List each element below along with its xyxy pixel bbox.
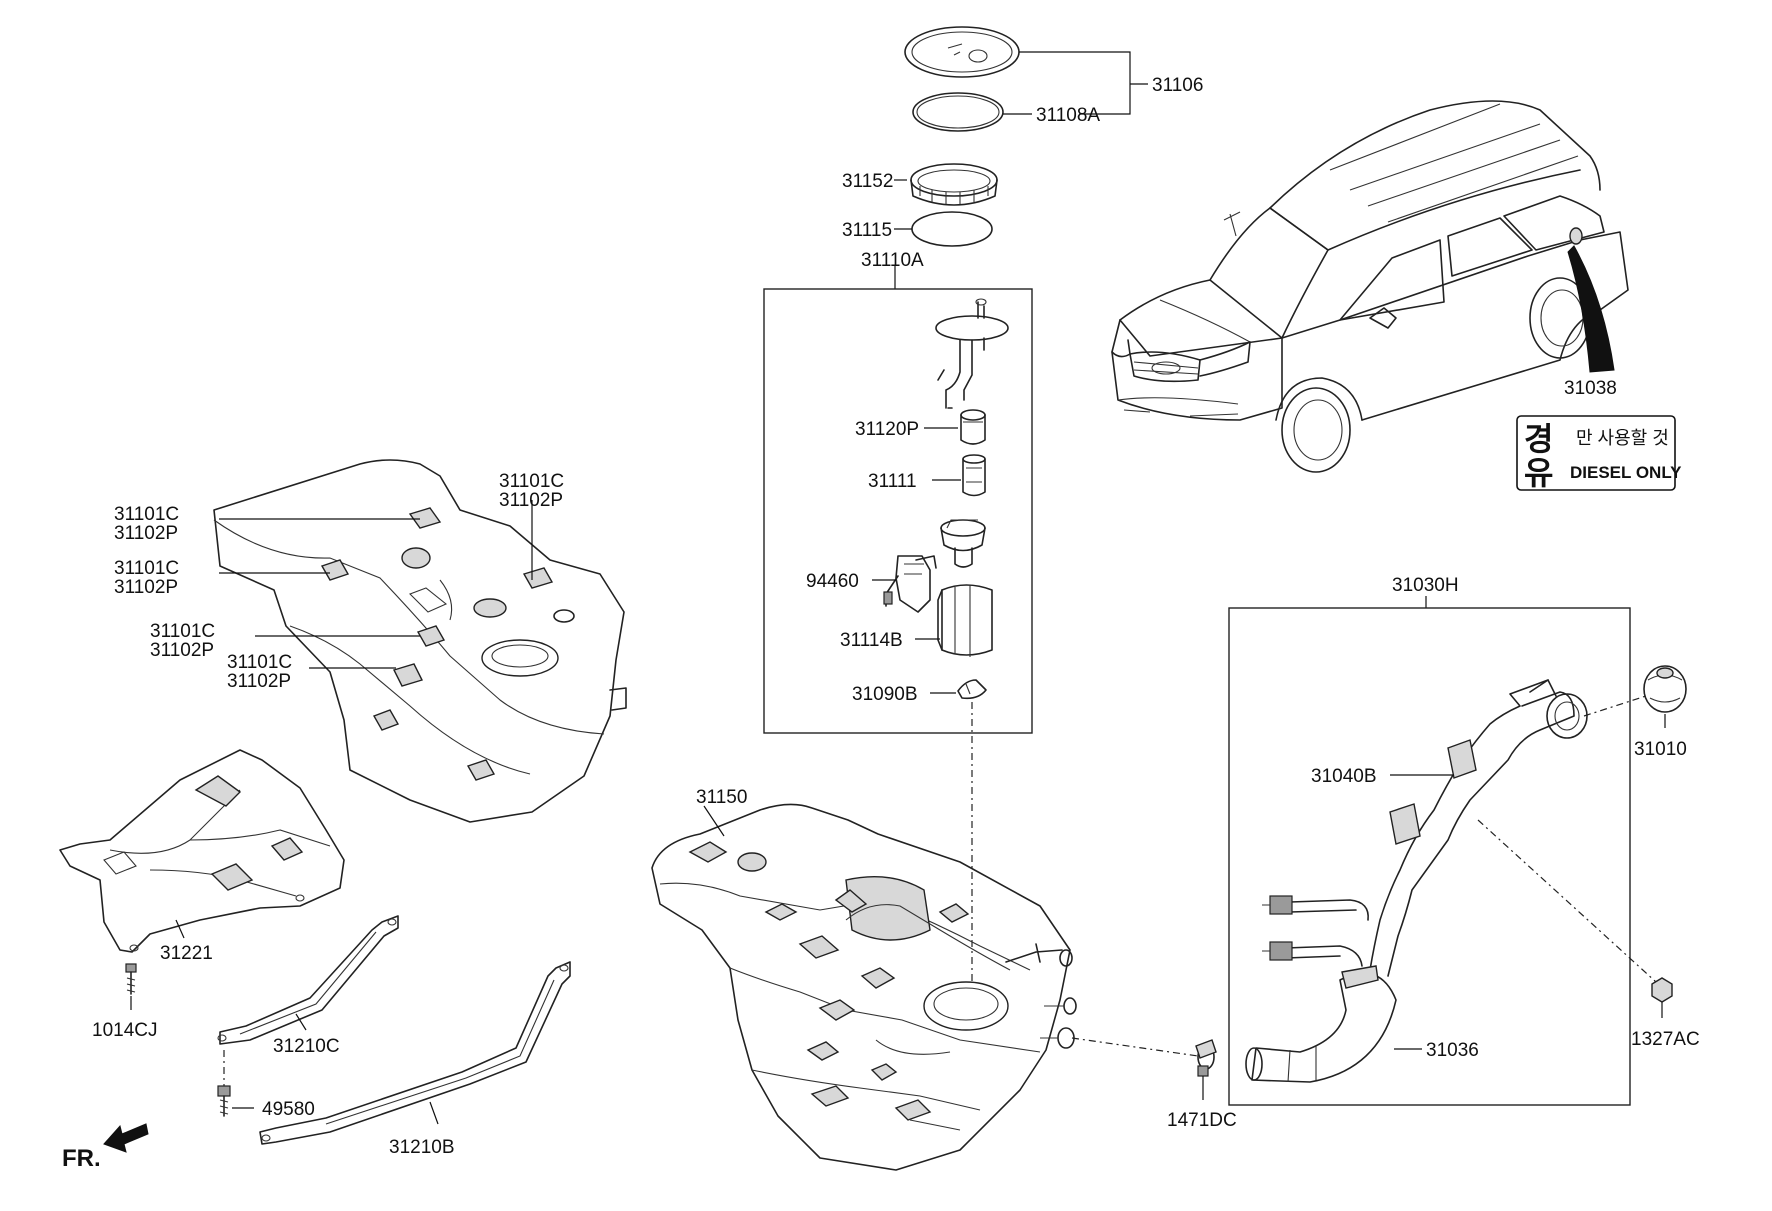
leaders-left-tank bbox=[219, 500, 533, 669]
tank-strap-31210b bbox=[259, 961, 571, 1145]
tank-strap-31210c bbox=[217, 915, 399, 1045]
leader-31210b bbox=[429, 1101, 439, 1125]
label-31101c-a: 31101C bbox=[114, 504, 179, 525]
label-31110a: 31110A bbox=[861, 250, 924, 271]
label-31090b: 31090B bbox=[852, 684, 918, 705]
label-31152: 31152 bbox=[842, 171, 893, 192]
label-31101c-d: 31101C bbox=[227, 652, 292, 673]
label-1471dc: 1471DC bbox=[1167, 1110, 1237, 1131]
jet-pump bbox=[957, 679, 987, 700]
label-31102p-d: 31102P bbox=[227, 671, 291, 692]
label-31108a: 31108A bbox=[1036, 105, 1100, 126]
label-31040b: 31040B bbox=[1311, 766, 1377, 787]
label-31210c: 31210C bbox=[273, 1036, 340, 1057]
fuel-sender-unit bbox=[883, 555, 937, 613]
bolt-49580 bbox=[217, 1050, 231, 1117]
nut-guide-line bbox=[1477, 819, 1657, 983]
leader-31221 bbox=[175, 919, 185, 939]
fuel-tank bbox=[651, 803, 1077, 1171]
label-1014cj: 1014CJ bbox=[92, 1020, 158, 1041]
fuel-pump-motor bbox=[962, 454, 986, 497]
label-31115: 31115 bbox=[842, 220, 892, 241]
hose-clamp-1471dc bbox=[1195, 1039, 1217, 1077]
pump-bracket bbox=[940, 519, 986, 568]
label-31101c-b: 31101C bbox=[114, 558, 179, 579]
label-31120p: 31120P bbox=[855, 419, 919, 440]
label-31106: 31106 bbox=[1152, 75, 1203, 96]
label-31101c-c: 31101C bbox=[150, 621, 215, 642]
label-94460: 94460 bbox=[806, 571, 859, 592]
lock-ring bbox=[910, 163, 998, 206]
label-31010: 31010 bbox=[1634, 739, 1687, 760]
fuel-pump-cover-plate bbox=[904, 26, 1020, 78]
label-31101c-e: 31101C bbox=[499, 471, 564, 492]
label-31102p-e: 31102P bbox=[499, 490, 563, 511]
cap-guide-line bbox=[1583, 695, 1647, 717]
fr-label: FR. bbox=[62, 1145, 101, 1172]
cover-gasket-ring bbox=[912, 92, 1004, 132]
label-31210b: 31210B bbox=[389, 1137, 455, 1158]
leaders-top bbox=[894, 51, 1148, 289]
decal-english-text: DIESEL ONLY bbox=[1570, 463, 1682, 482]
label-31102p-b: 31102P bbox=[114, 577, 178, 598]
leader-31210c bbox=[295, 1013, 307, 1031]
decal-char-bottom: 유 bbox=[1524, 455, 1553, 491]
label-31221: 31221 bbox=[160, 943, 213, 964]
bolt-1014cj bbox=[125, 963, 137, 995]
pump-gasket bbox=[911, 211, 993, 247]
front-arrow-icon bbox=[103, 1123, 149, 1153]
label-31036: 31036 bbox=[1426, 1040, 1479, 1061]
decal-char-top: 경 bbox=[1524, 421, 1553, 457]
label-49580: 49580 bbox=[262, 1099, 315, 1120]
filler-neck-box bbox=[1228, 607, 1631, 1106]
heat-shield bbox=[59, 749, 345, 953]
front-direction-indicator: FR. bbox=[62, 1123, 149, 1172]
filler-neck-pipe bbox=[1262, 679, 1588, 977]
label-31150: 31150 bbox=[696, 787, 747, 808]
label-31102p-c: 31102P bbox=[150, 640, 214, 661]
label-31114b: 31114B bbox=[840, 630, 903, 651]
pump-flange-assembly bbox=[935, 298, 1009, 409]
vehicle-illustration bbox=[1111, 100, 1629, 473]
nut-1327ac bbox=[1651, 977, 1673, 1003]
reservoir-cup bbox=[937, 584, 993, 657]
left-fuel-tank-section bbox=[213, 459, 627, 823]
decal-korean-text: 만 사용할 것 bbox=[1576, 428, 1669, 448]
fuel-filler-cap bbox=[1643, 665, 1687, 713]
leader-31150 bbox=[703, 805, 725, 837]
label-31102p-a: 31102P bbox=[114, 523, 178, 544]
label-31030h: 31030H bbox=[1392, 575, 1459, 596]
label-31111: 31111 bbox=[868, 471, 917, 492]
label-1327ac: 1327AC bbox=[1631, 1029, 1700, 1050]
clamp-guide-line bbox=[1071, 1037, 1199, 1057]
label-31038: 31038 bbox=[1564, 378, 1617, 399]
fuel-filter bbox=[960, 409, 986, 445]
diesel-only-decal: 경 유 만 사용할 것 DIESEL ONLY bbox=[1516, 415, 1682, 491]
pump-module-box bbox=[763, 288, 1033, 734]
filler-hose bbox=[1245, 965, 1397, 1083]
